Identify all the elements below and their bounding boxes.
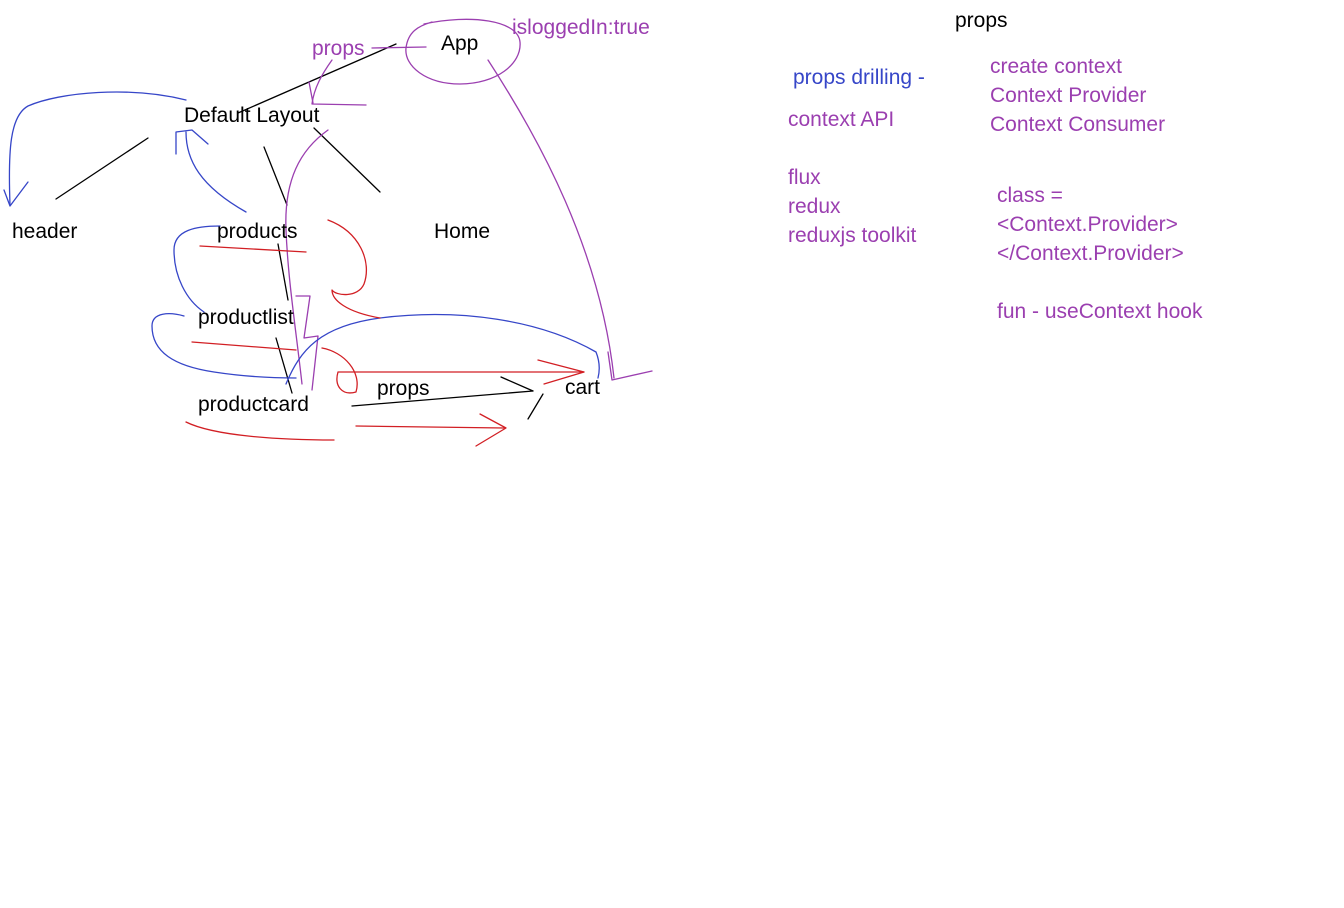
productlist-underline <box>191 341 297 351</box>
node-products: products <box>217 220 298 243</box>
cart-hook <box>607 351 653 381</box>
layout-to-products-curve <box>175 129 247 213</box>
node-productlist: productlist <box>198 306 294 329</box>
line-products-productlist <box>277 243 289 301</box>
notes-context-provider: Context Provider <box>990 84 1147 107</box>
products-loop <box>173 225 221 313</box>
line-cart-tick-a <box>500 376 534 392</box>
props-down-arrow-head <box>308 81 314 104</box>
notes-create-context: create context <box>990 55 1122 78</box>
node-default-layout: Default Layout <box>184 104 320 127</box>
productlist-loop <box>151 313 297 379</box>
notes-context-consumer: Context Consumer <box>990 113 1166 136</box>
notes-class-eq: class = <box>997 184 1063 207</box>
line-defaultlayout-home <box>313 127 381 193</box>
card-to-cart-arrow-head <box>537 359 585 385</box>
edge-label-props: props <box>377 377 430 400</box>
line-app-defaultlayout <box>237 43 397 114</box>
products-underline <box>199 245 307 253</box>
notes-provider-close: </Context.Provider> <box>997 242 1184 265</box>
products-to-card-loop <box>327 219 381 319</box>
card-loop <box>321 347 585 394</box>
notes-context-api: context API <box>788 108 895 131</box>
app-to-cart-curve <box>487 59 615 379</box>
red-strokes <box>185 219 585 447</box>
tree-lines <box>55 43 544 420</box>
props-underline-arrow-head <box>475 413 507 447</box>
line-defaultlayout-products <box>263 146 288 206</box>
layout-to-card-curve <box>285 129 329 385</box>
node-productcard: productcard <box>198 393 309 416</box>
annotation-props: props <box>312 37 365 60</box>
blue-strokes <box>3 91 600 385</box>
purple-strokes <box>285 18 653 391</box>
productlist-to-cart-curve <box>285 313 600 385</box>
line-props-cart <box>351 390 534 407</box>
node-home: Home <box>434 220 491 243</box>
props-underline-arrow <box>355 425 505 429</box>
annotation-is-logged-in: isloggedIn:true <box>512 16 650 39</box>
node-cart: cart <box>565 376 601 399</box>
node-app: App <box>441 32 479 55</box>
notes-redux: redux <box>788 195 841 218</box>
notes-reduxjs-toolkit: reduxjs toolkit <box>788 224 917 247</box>
props-to-app-line <box>371 46 427 49</box>
app-circle <box>405 18 521 85</box>
layout-to-header-arrow <box>8 91 187 206</box>
productcard-underline <box>185 421 335 441</box>
props-down-arrow <box>311 59 367 106</box>
notes-props-heading: props <box>955 9 1008 32</box>
layout-mid-squiggle <box>295 295 319 391</box>
line-productlist-productcard <box>275 337 293 394</box>
notes-provider-open: <Context.Provider> <box>997 213 1178 236</box>
notes-fun-hook: fun - useContext hook <box>997 300 1203 323</box>
line-defaultlayout-header <box>55 137 149 200</box>
line-cart-tick-b <box>527 393 544 420</box>
notes-props-drilling: props drilling - <box>793 66 925 89</box>
header-arrow-head <box>3 181 29 207</box>
notes-flux: flux <box>788 166 821 189</box>
node-header: header <box>12 220 78 243</box>
